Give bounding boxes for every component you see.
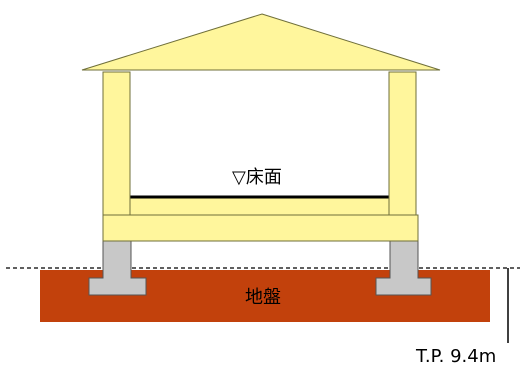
column-left: [102, 71, 131, 216]
footing-left: [88, 240, 147, 296]
column-right: [388, 71, 417, 216]
floor-beam: [102, 214, 419, 242]
interior-floor: [129, 196, 390, 216]
ground-label: 地盤: [245, 287, 281, 308]
elevation-label: T.P. 9.4m: [415, 346, 496, 367]
footing-right: [375, 240, 432, 296]
floor-label: ▽床面: [232, 167, 282, 188]
roof: [81, 13, 441, 71]
